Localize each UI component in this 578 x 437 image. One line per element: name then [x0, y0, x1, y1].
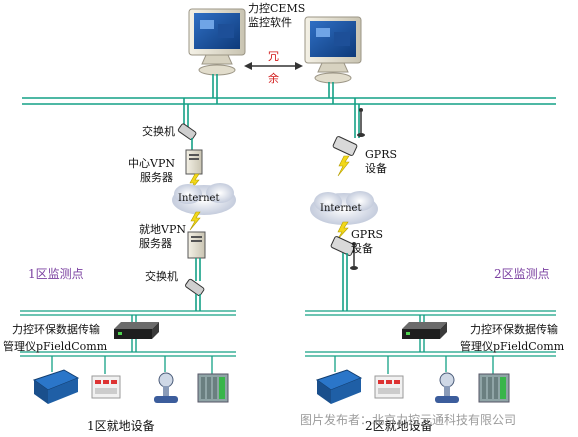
devices-zone1-label: 1区就地设备 — [87, 419, 155, 433]
top-backbone-lines — [22, 74, 556, 138]
io-module-right-icon — [315, 369, 363, 404]
meter-module-left-icon — [91, 375, 121, 399]
zone2-label: 2区监测点 — [494, 267, 550, 281]
gateway-left-label-line1: 力控环保数据传输 — [12, 323, 100, 336]
vpn-local-label-line2: 服务器 — [139, 237, 172, 250]
zone-separator-lines — [20, 310, 556, 316]
switch-bottom-icon — [185, 278, 205, 296]
gprs-top-label-line1: GPRS — [365, 148, 398, 161]
plc-rack-left-icon — [197, 373, 229, 403]
internet-left-label: Internet — [178, 193, 220, 204]
antenna-top-icon — [357, 108, 365, 137]
zone1-label: 1区监测点 — [28, 267, 84, 281]
vpn-center-server-icon — [185, 149, 203, 175]
antenna-bottom-icon — [350, 242, 358, 270]
switch-bottom-label: 交换机 — [145, 270, 178, 283]
devices-zone2-label: 2区就地设备 — [365, 419, 433, 433]
lightning-right-lower-icon — [336, 221, 349, 241]
internet-cloud-left-icon — [172, 183, 236, 215]
vpn-center-label-line2: 服务器 — [140, 171, 173, 184]
vpn-local-server-icon — [187, 231, 206, 259]
watermark-text: 图片发布者：北京力控元通科技有限公司 — [300, 413, 517, 427]
gprs-top-label-line2: 设备 — [365, 162, 387, 175]
switch-top-label: 交换机 — [142, 125, 175, 138]
vpn-center-label-line1: 中心VPN — [128, 157, 175, 170]
lightning-left-lower-icon — [189, 211, 201, 231]
software-label-line2: 监控软件 — [248, 16, 292, 29]
internet-cloud-right-icon — [310, 191, 378, 225]
field-bus-lines — [20, 351, 556, 374]
gprs-top-device-icon — [332, 136, 358, 156]
plc-rack-right-icon — [478, 373, 510, 403]
gprs-bottom-label-line2: 设备 — [351, 242, 373, 255]
meter-module-right-icon — [374, 375, 404, 399]
internet-right-label: Internet — [320, 203, 362, 214]
redundancy-label-1: 冗 — [268, 50, 279, 63]
gateway-right-icon — [402, 315, 447, 352]
gateway-left-label-line2: 管理仪pFieldComm — [3, 340, 108, 353]
lightning-right-upper-icon — [337, 155, 350, 177]
gateway-left-icon — [114, 315, 159, 352]
gprs-bottom-device-icon — [330, 236, 356, 256]
gateway-right-label-line1: 力控环保数据传输 — [470, 323, 558, 336]
gprs-bottom-label-line1: GPRS — [351, 228, 384, 241]
redundancy-label-2: 余 — [268, 72, 279, 85]
flow-meter-right-icon — [435, 372, 459, 403]
flow-meter-left-icon — [154, 372, 178, 403]
io-module-left-icon — [32, 369, 80, 404]
gateway-right-label-line2: 管理仪pFieldComm — [460, 340, 565, 353]
monitor-computer-left-icon — [188, 8, 246, 76]
software-label-line1: 力控CEMS — [248, 2, 306, 15]
monitor-computer-right-icon — [304, 16, 362, 84]
switch-top-icon — [177, 123, 197, 140]
redundancy-double-arrow — [244, 62, 303, 70]
vpn-local-label-line1: 就地VPN — [139, 223, 186, 236]
